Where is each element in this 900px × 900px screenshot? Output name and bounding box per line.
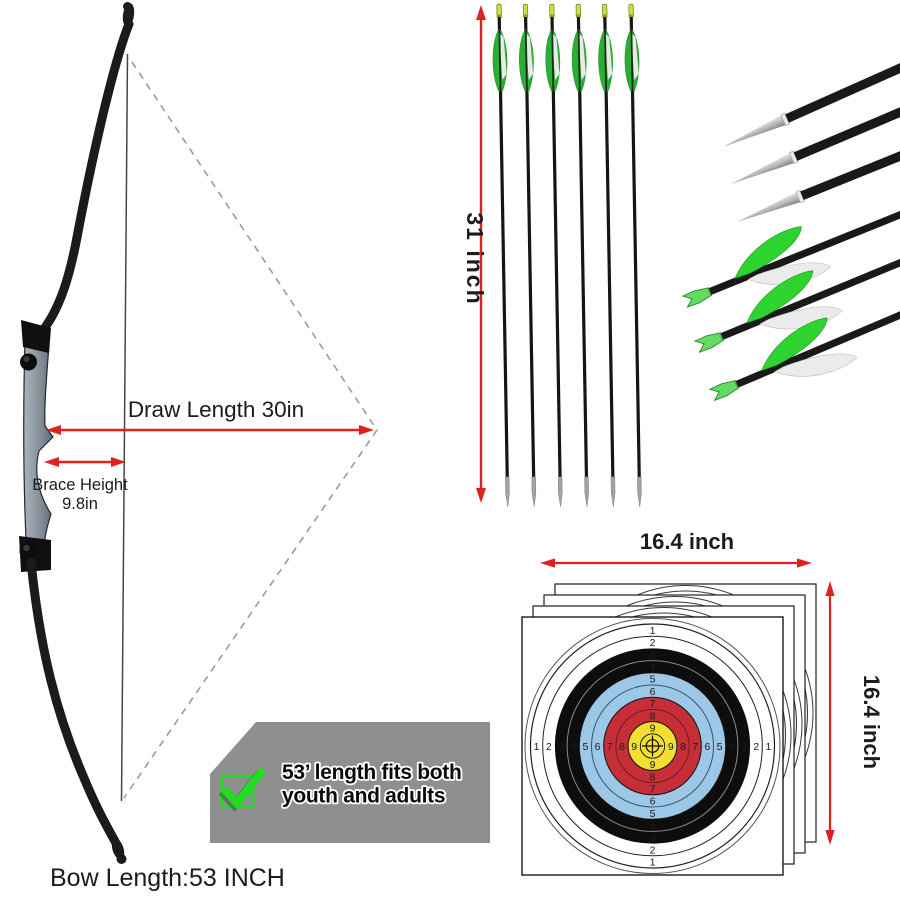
- brace-height-label: Brace Height: [32, 476, 128, 494]
- brace-height-arrowhead-right: [111, 457, 126, 467]
- bow-lower-bolt-highlight: [23, 544, 30, 552]
- target-ring-number: 2: [650, 637, 656, 649]
- bow-upper-limb: [35, 19, 134, 339]
- arrow-5: [597, 3, 621, 508]
- target-crosshair-icon: [642, 735, 663, 757]
- target-outer-border-ring: [524, 618, 781, 874]
- draw-length-arrowhead-left: [46, 425, 61, 435]
- target-ring-number: 6: [595, 741, 601, 753]
- closeup-point-1: [720, 27, 900, 153]
- arrow-closeup: [674, 27, 900, 419]
- arrow-6: [623, 3, 648, 508]
- target-ring2: [542, 635, 763, 857]
- target-ring-number: 7: [650, 784, 656, 796]
- target-ring6-line: [591, 684, 714, 808]
- arrow-length-arrowhead-bottom: [476, 488, 486, 503]
- target-ring-number: 9: [631, 741, 637, 753]
- banner-line1: 53’ length fits both: [282, 761, 462, 784]
- target-ring-number: 9: [668, 741, 674, 753]
- arrow-set: 31 inch: [462, 3, 648, 508]
- banner-background: [210, 722, 490, 843]
- checkmark-icon: [221, 767, 267, 810]
- draw-length-arrowhead-right: [359, 425, 374, 435]
- target-width-arrowhead-left: [540, 558, 555, 568]
- bow-top-nock-knob: [123, 2, 132, 11]
- arrow-length-label: 31 inch: [462, 212, 488, 305]
- target-ring-number: 7: [607, 741, 613, 753]
- bow-diagram: Draw Length 30in Brace Height 9.8in Bow …: [19, 2, 378, 892]
- target-height-arrowhead-bottom: [825, 830, 835, 845]
- target-ring-number: 8: [680, 741, 686, 753]
- target-ring8-line: [615, 708, 690, 784]
- target-ring-number: 5: [650, 674, 656, 686]
- arrow-3: [544, 3, 569, 508]
- bow-upper-bolt-highlight: [23, 356, 30, 362]
- bow-upper-limb-pocket: [21, 320, 51, 353]
- arrow-2: [517, 3, 542, 508]
- brace-height-value: 9.8in: [62, 495, 98, 513]
- target-ring-number: 2: [650, 845, 656, 857]
- target-ring10-line: [639, 733, 666, 759]
- target-ring-number: 1: [650, 625, 656, 637]
- target-ring-number: 1: [650, 857, 656, 869]
- target-ring-number: 9: [650, 759, 656, 771]
- bow-riser: [23, 337, 54, 560]
- target-ring4-line: [566, 660, 739, 832]
- draw-triangle-dashed-line: [123, 61, 378, 799]
- target-ring-number: 2: [753, 741, 759, 753]
- target-ring-number: 5: [650, 808, 656, 820]
- target-sheet-front: [521, 616, 784, 876]
- bow-length-label: Bow Length:53 INCH: [50, 864, 285, 892]
- target-ring-number: 1: [534, 741, 540, 753]
- target-ring-number: 1: [765, 741, 771, 753]
- target-ring-number: 4: [570, 741, 576, 753]
- banner-line2: youth and adults: [282, 785, 445, 808]
- arrow-1: [491, 3, 516, 508]
- arrow-4: [570, 3, 595, 508]
- target-ring-number: 2: [546, 741, 552, 753]
- target-ring-number: 4: [650, 820, 656, 832]
- target-ring-number: 8: [650, 710, 656, 722]
- arrow-length-arrowhead-top: [476, 5, 486, 20]
- target-ring-number: 6: [650, 796, 656, 808]
- target-ring-number: 6: [650, 686, 656, 698]
- target-ring-number: 9: [650, 723, 656, 735]
- bow-lower-limb: [26, 557, 122, 850]
- target-ring-number: 4: [650, 662, 656, 674]
- target-ring-number: 3: [558, 741, 564, 753]
- target-height-label: 16.4 inch: [859, 675, 884, 769]
- target-ring-number: 8: [619, 741, 625, 753]
- target-ring-number: 4: [729, 741, 735, 753]
- bow-string: [120, 53, 129, 802]
- target-ring-number: 3: [650, 832, 656, 844]
- target-width-arrowhead-right: [797, 558, 812, 568]
- brace-height-arrowhead-left: [44, 457, 59, 467]
- bow-upper-bolt: [20, 353, 37, 371]
- target-ring-number: 7: [650, 698, 656, 710]
- target-ring-number: 3: [650, 649, 656, 661]
- target-ring-number: 3: [741, 741, 747, 753]
- target-ring-number: 6: [704, 741, 710, 753]
- target-width-label: 16.4 inch: [640, 529, 734, 554]
- target-ring-number: 7: [692, 741, 698, 753]
- bow-lower-bolt: [19, 542, 38, 560]
- feature-banner: 53’ length fits both youth and adults: [210, 722, 490, 843]
- target-ring-number: 5: [717, 741, 723, 753]
- target-ring-number: 5: [582, 741, 588, 753]
- target-ring-number: 8: [650, 771, 656, 783]
- bow-bottom-nock-knob: [116, 854, 127, 864]
- target-height-arrowhead-top: [825, 581, 835, 596]
- draw-length-label: Draw Length 30in: [128, 397, 304, 422]
